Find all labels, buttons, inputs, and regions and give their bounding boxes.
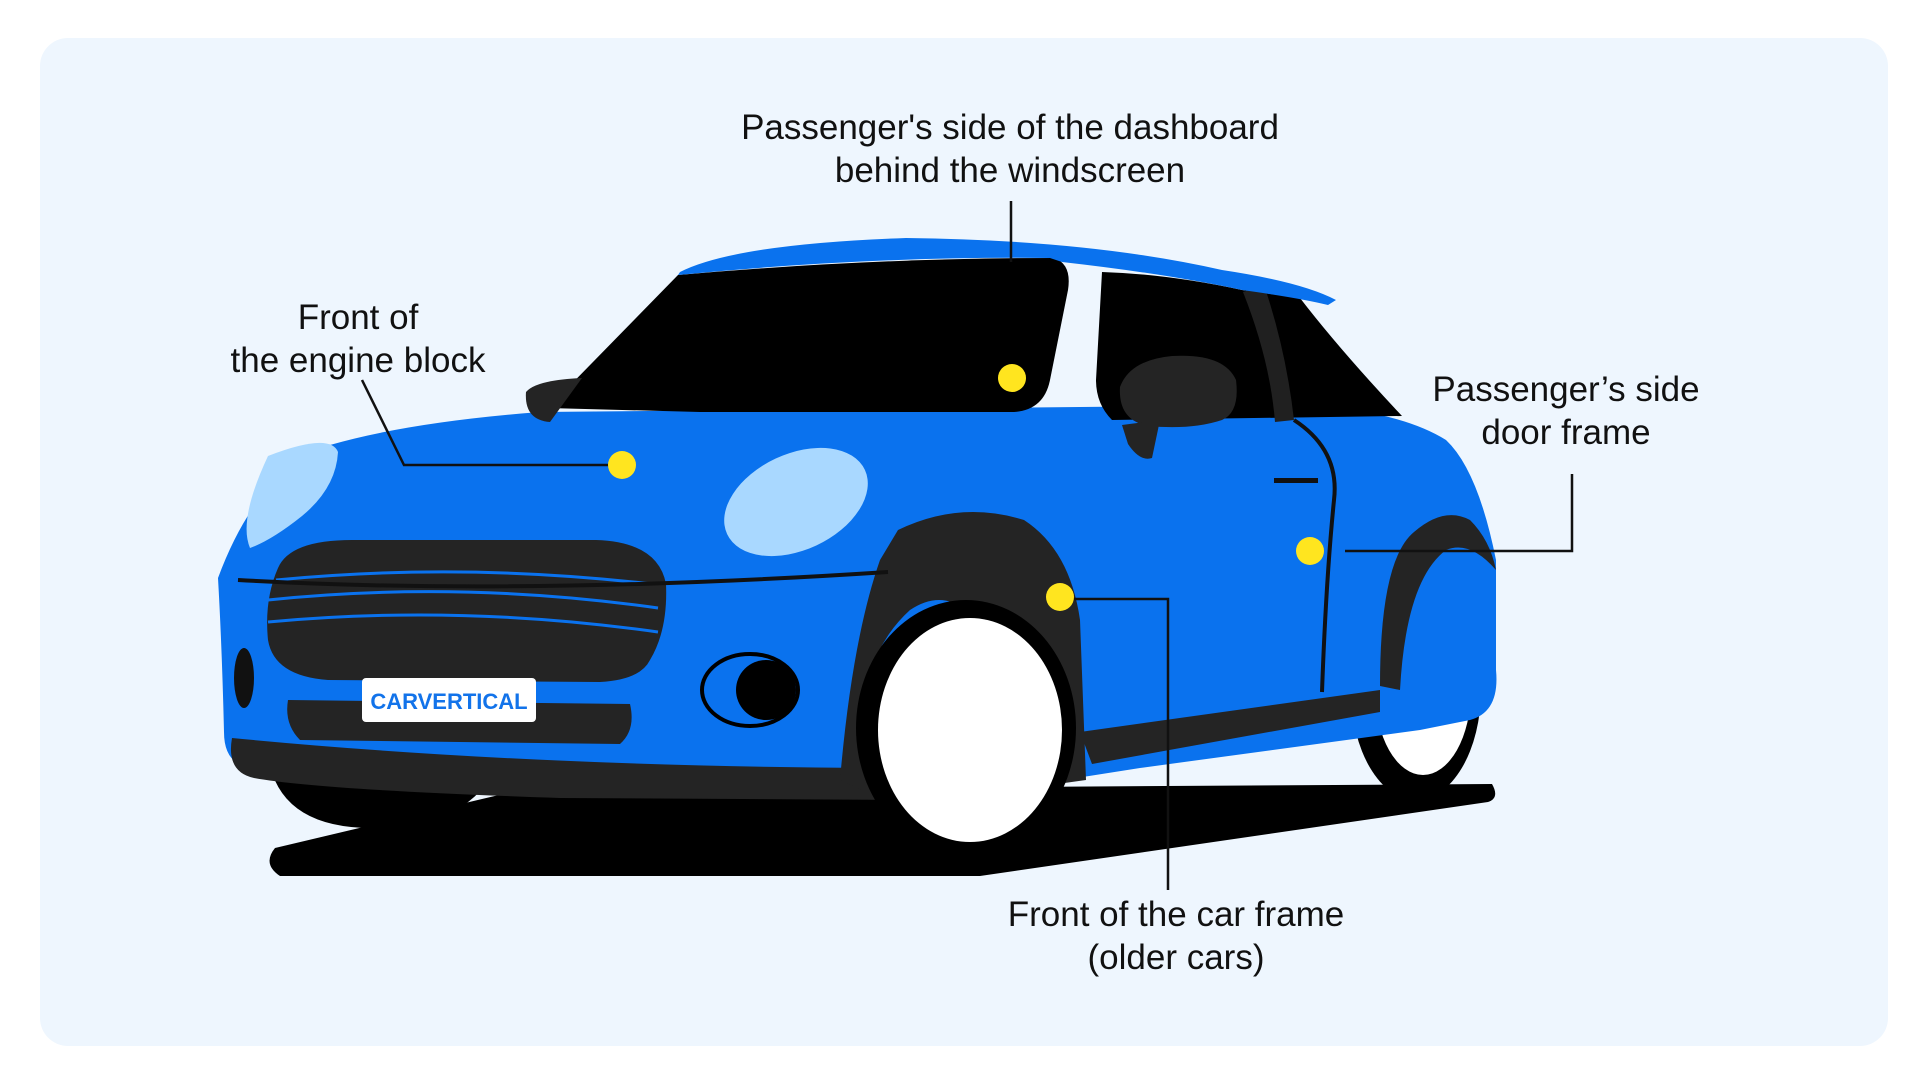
front-grille — [267, 540, 667, 682]
left-mirror — [525, 378, 582, 422]
engine-block-label: Front of the engine block — [230, 298, 486, 380]
car-frame-label: Front of the car frame (older cars) — [1007, 895, 1345, 977]
engine-marker — [608, 451, 636, 479]
ground-shadow — [269, 784, 1496, 876]
side-skirt — [1080, 690, 1380, 764]
right-headlight — [724, 447, 868, 557]
plate-logo: CARVERTICAL — [370, 689, 527, 714]
door-frame-label: Passenger’s side door frame — [1432, 370, 1700, 452]
front-bumper — [230, 738, 999, 800]
car-frame-marker — [1046, 583, 1074, 611]
rear-wheel-arch — [1380, 515, 1496, 690]
dashboard-label: Passenger's side of the dashboard behind… — [741, 108, 1279, 190]
door-frame-marker — [1296, 537, 1324, 565]
front-right-wheel — [856, 600, 1076, 856]
roof — [678, 238, 1336, 305]
side-mirror — [1119, 355, 1237, 459]
right-fog-light — [700, 652, 800, 728]
windscreen — [548, 258, 1069, 412]
window-pillar — [1243, 285, 1294, 422]
dashboard-marker — [998, 364, 1026, 392]
hood-line — [237, 570, 889, 589]
markers — [608, 364, 1324, 611]
callout-lines — [360, 201, 1574, 890]
left-fog-light — [234, 648, 254, 708]
license-plate: CARVERTICAL — [362, 678, 536, 722]
car-body — [218, 405, 1497, 792]
door-handle — [1274, 478, 1318, 483]
left-headlight — [246, 442, 338, 548]
door-seam — [1292, 418, 1337, 693]
